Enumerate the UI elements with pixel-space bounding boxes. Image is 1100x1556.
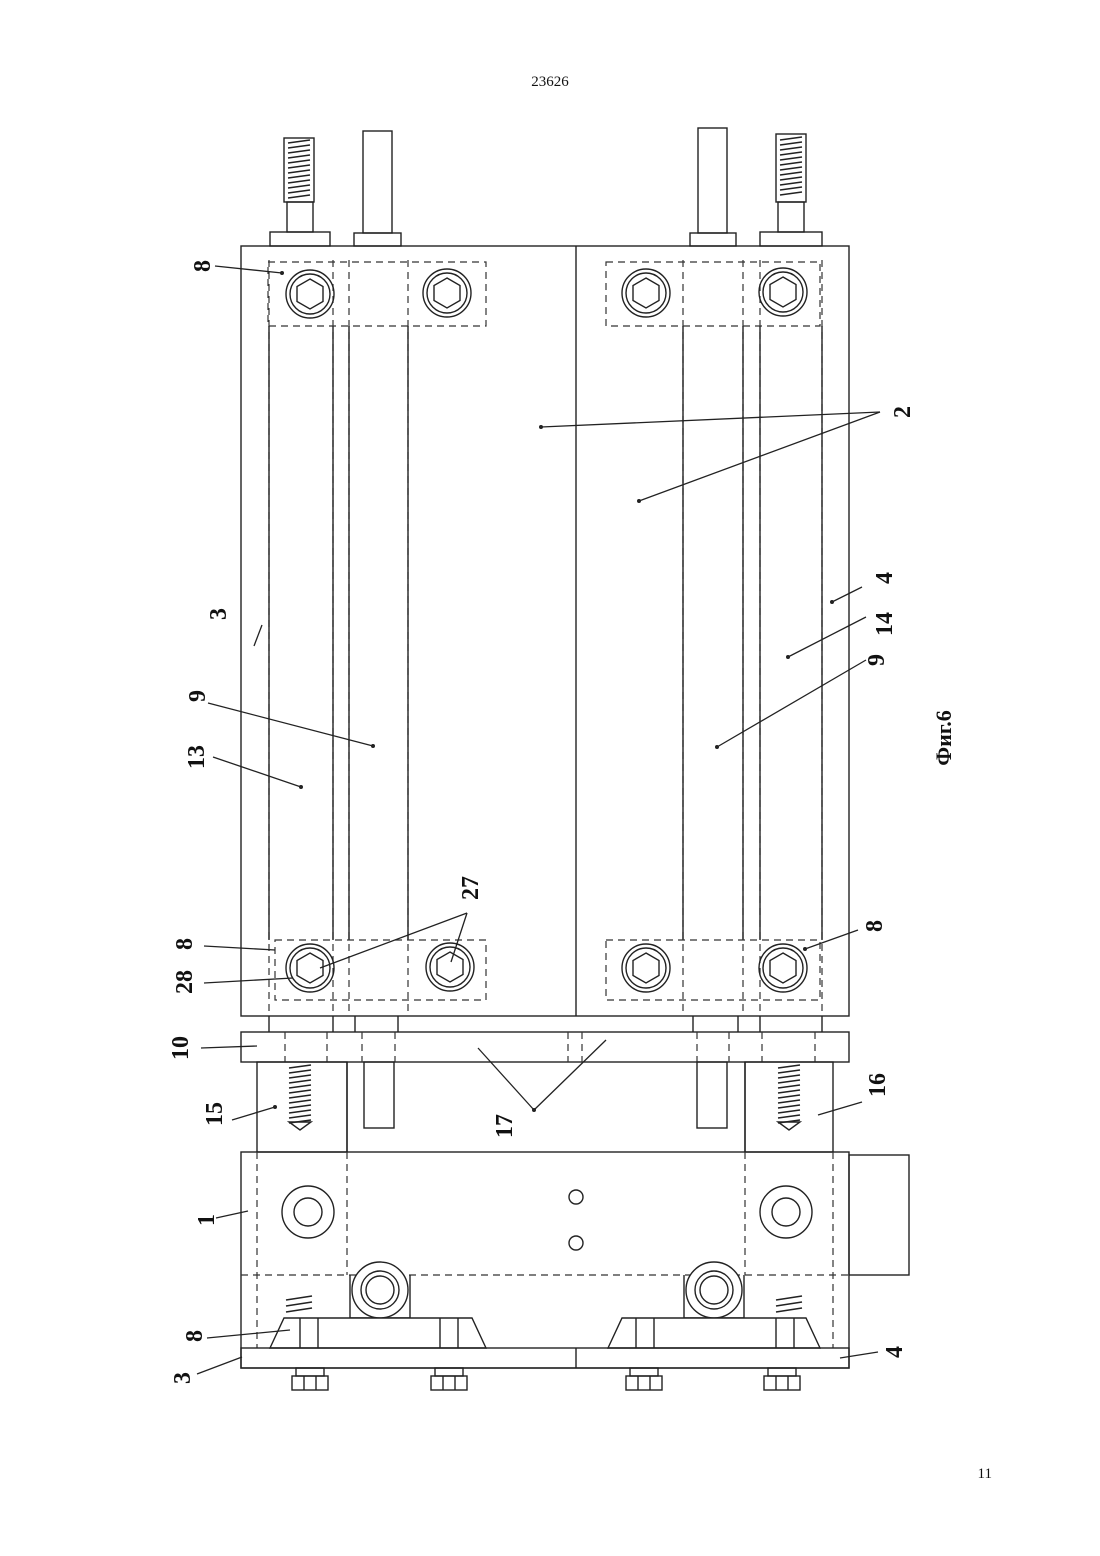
callout-8-bottom-right: 8 [862, 920, 888, 932]
spring-and-rod-section [257, 1062, 833, 1152]
clamp-block-top-right [606, 262, 820, 326]
wedge-clamp-left [270, 1318, 486, 1348]
callout-3-bottom: 3 [170, 1372, 196, 1384]
callout-9-left: 9 [185, 690, 211, 702]
top-shaft-left [354, 131, 401, 246]
top-shaft-right [690, 128, 736, 246]
wedge-clamp-right [608, 1318, 820, 1348]
callout-4-top: 4 [872, 572, 898, 584]
callout-27: 27 [458, 876, 484, 900]
roller-right [684, 1262, 744, 1318]
top-threaded-rod-left [270, 138, 330, 246]
callout-16: 16 [865, 1073, 891, 1097]
callout-8-bottom: 8 [182, 1330, 208, 1342]
callout-10: 10 [168, 1036, 194, 1060]
bottom-nuts [292, 1368, 800, 1390]
callout-8-top-left: 8 [190, 260, 216, 272]
figure-caption: Фиг.6 [931, 710, 956, 766]
callout-1: 1 [194, 1214, 220, 1226]
callout-4-bottom: 4 [882, 1346, 908, 1358]
callout-14: 14 [872, 612, 898, 636]
bottom-plates [241, 1348, 849, 1368]
leader-lines [197, 266, 880, 1374]
callout-labels: 8 2 3 4 14 9 9 13 Фиг.6 27 8 28 8 10 15 … [168, 260, 956, 1384]
callout-28: 28 [172, 970, 198, 994]
callout-3-top: 3 [206, 608, 232, 620]
top-threaded-rod-right [760, 134, 822, 246]
callout-8-bottom-left: 8 [172, 938, 198, 950]
roller-left [350, 1262, 410, 1318]
callout-17: 17 [492, 1114, 518, 1138]
callout-2: 2 [890, 406, 916, 418]
callout-9-right: 9 [864, 654, 890, 666]
clamp-block-bottom-left [275, 940, 486, 1000]
clamp-block-bottom-right [606, 940, 820, 1000]
callout-15: 15 [202, 1102, 228, 1126]
callout-13: 13 [184, 745, 210, 769]
clamp-block-top-left [268, 262, 486, 326]
plate-10 [241, 1032, 849, 1062]
main-plate-assembly [241, 246, 849, 1016]
connecting-rods-upper [269, 1016, 822, 1032]
